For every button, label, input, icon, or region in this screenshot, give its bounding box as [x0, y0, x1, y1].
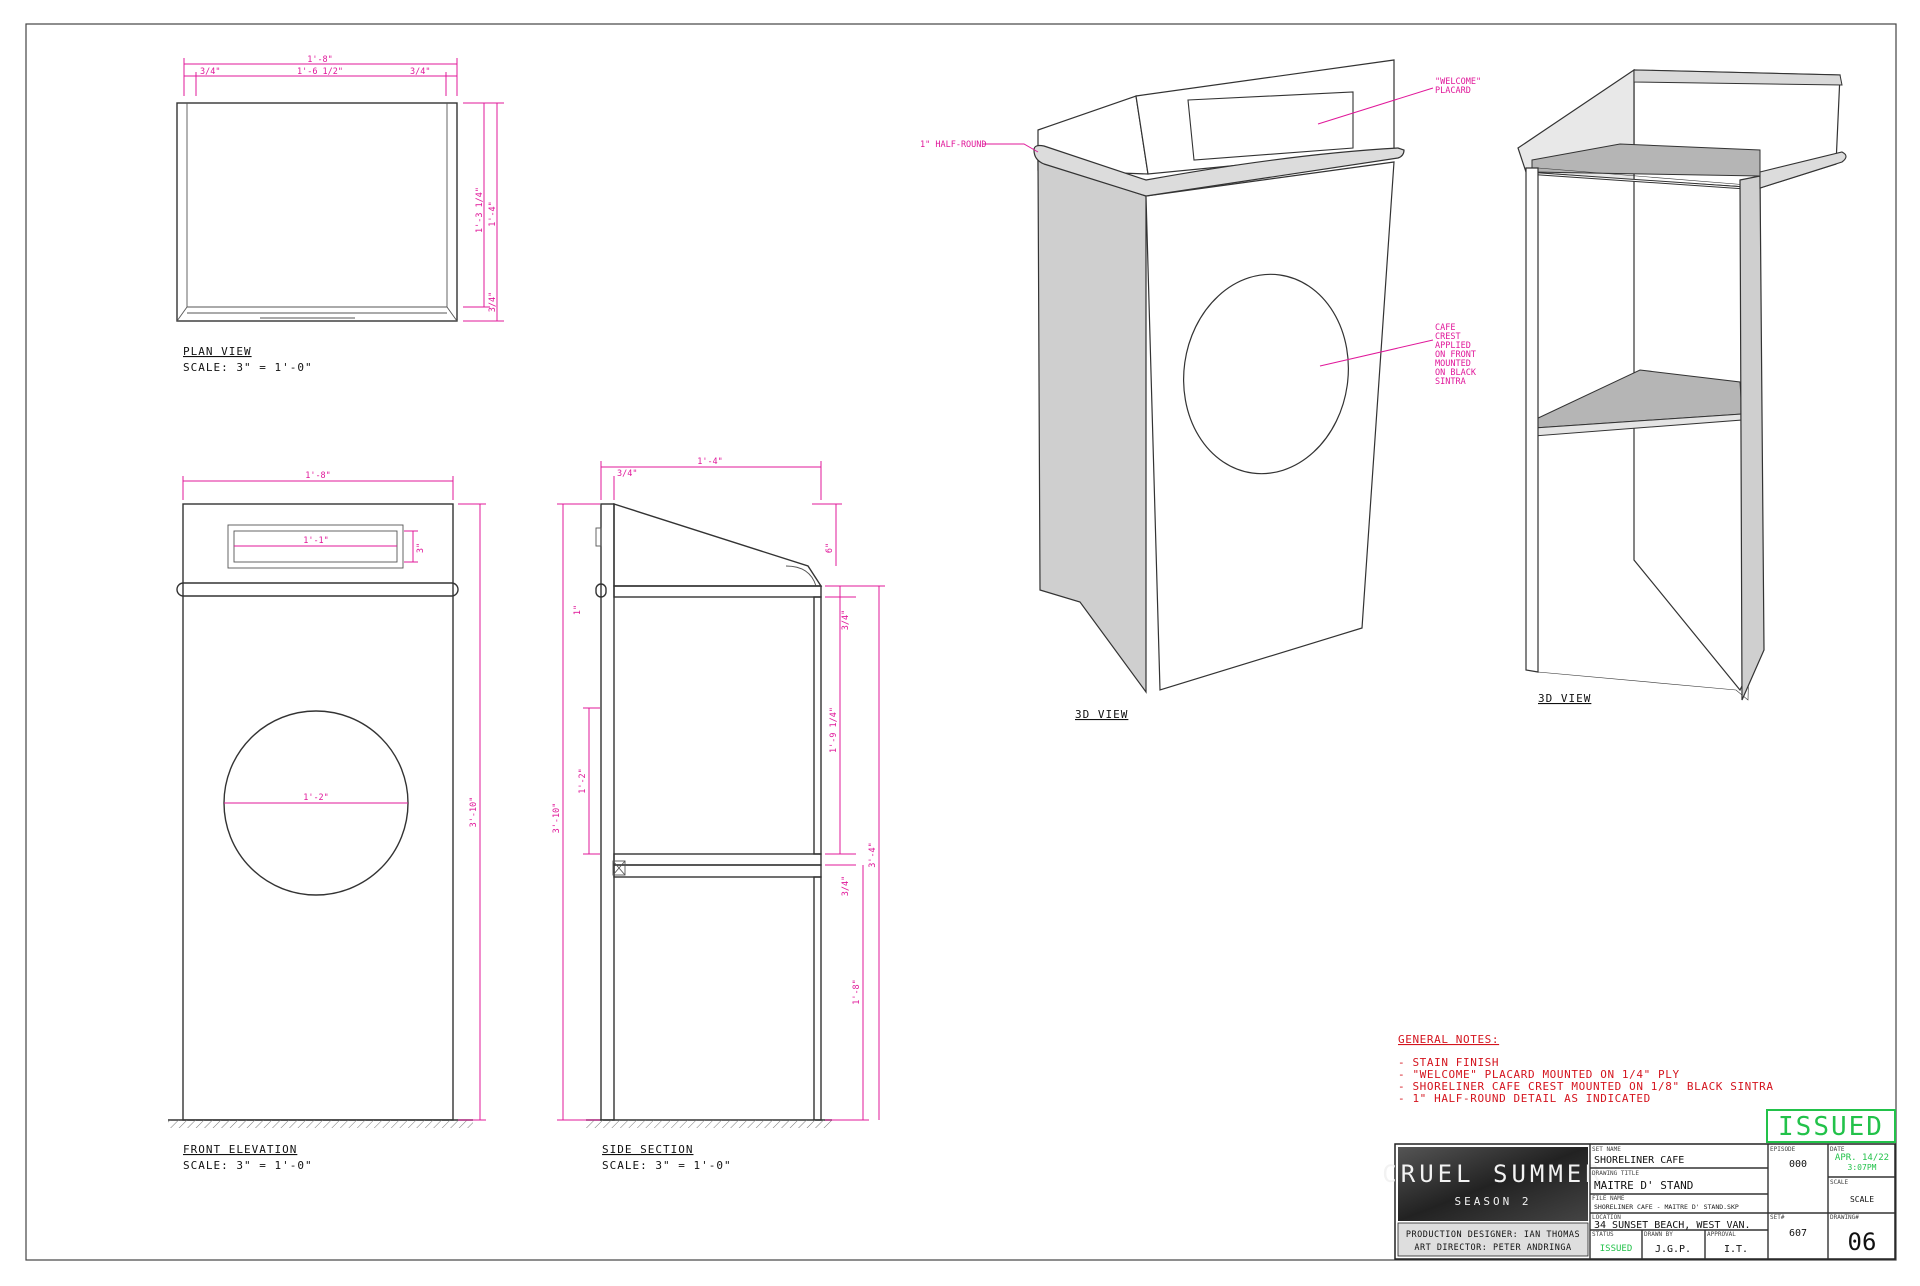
plan-inner-dim: 1'-6 1/2" [297, 67, 343, 77]
approval-label: APPROVAL [1707, 1231, 1736, 1238]
drawing-title: MAITRE D' STAND [1594, 1179, 1693, 1192]
date-value: APR. 14/22 [1835, 1153, 1889, 1163]
front-elevation: 1'-8" 1'-1" 3" 1'-2" 3'-10" FRONT ELEVAT… [168, 471, 486, 1172]
plan-left-dim: 3/4" [200, 67, 220, 77]
notes-title: GENERAL NOTES: [1398, 1033, 1499, 1046]
file-name-label: FILE NAME [1592, 1195, 1625, 1202]
plan-view-title: PLAN VIEW [183, 345, 252, 358]
iso-front-title: 3D VIEW [1075, 708, 1128, 721]
callout-crest-5: MOUNTED [1435, 359, 1471, 369]
circle-diameter-dim: 1'-2" [303, 793, 329, 803]
callout-crest-3: APPLIED [1435, 341, 1471, 351]
show-title: CRUEL SUMMER [1382, 1160, 1603, 1188]
side-section-scale: SCALE: 3" = 1'-0" [602, 1159, 732, 1172]
show-logo [1398, 1147, 1588, 1221]
side-lower-dim: 3'-4" [868, 842, 878, 868]
side-shelf-gap-dim: 1'-2" [578, 768, 588, 794]
set-number: 607 [1789, 1228, 1807, 1239]
location: 34 SUNSET BEACH, WEST VAN. [1594, 1220, 1751, 1231]
iso-back-title: 3D VIEW [1538, 692, 1591, 705]
front-height-dim: 3'-10" [469, 797, 479, 828]
side-section: 1'-4" 3/4" 3'-10" 1'-2" 1" 6" 3/4" 1'-9 … [552, 457, 885, 1172]
drawn-by: J.G.P. [1655, 1244, 1691, 1255]
side-half-round-dim: 1" [573, 605, 583, 615]
set-name-label: SET NAME [1592, 1146, 1621, 1153]
status-label: STATUS [1592, 1231, 1614, 1238]
placard-width-dim: 1'-1" [303, 536, 329, 546]
file-name: SHORELINER CAFE - MAITRE D' STAND.SKP [1594, 1203, 1739, 1211]
show-season: SEASON 2 [1455, 1195, 1532, 1208]
set-number-label: SET# [1770, 1214, 1785, 1221]
plan-view-scale: SCALE: 3" = 1'-0" [183, 361, 313, 374]
plan-right-dim: 3/4" [410, 67, 430, 77]
front-width-dim: 1'-8" [305, 471, 331, 481]
iso-crest-circle [1183, 273, 1349, 475]
set-name: SHORELINER CAFE [1594, 1155, 1684, 1166]
side-board-dim: 3/4" [841, 610, 851, 630]
callout-crest-4: ON FRONT [1435, 350, 1476, 360]
side-total-dim: 3'-10" [552, 803, 562, 834]
title-block: CRUEL SUMMER SEASON 2 PRODUCTION DESIGNE… [1382, 1143, 1896, 1260]
credit-art-director: ART DIRECTOR: PETER ANDRINGA [1414, 1243, 1571, 1253]
side-cavity-dim: 1'-9 1/4" [829, 707, 839, 753]
side-shelf-dim: 3/4" [841, 876, 851, 896]
note-item: - 1" HALF-ROUND DETAIL AS INDICATED [1398, 1092, 1651, 1105]
sheet-border [25, 23, 1897, 1261]
callout-crest-7: SINTRA [1435, 377, 1466, 387]
episode-value: 000 [1789, 1159, 1807, 1170]
note-item: - "WELCOME" PLACARD MOUNTED ON 1/4" PLY [1398, 1068, 1680, 1081]
callout-crest-2: CREST [1435, 332, 1461, 342]
side-top-rise-dim: 6" [825, 543, 835, 553]
scale-value: SCALE [1850, 1195, 1874, 1204]
credit-designer: PRODUCTION DESIGNER: IAN THOMAS [1406, 1230, 1580, 1240]
plan-overall-dim: 1'-8" [307, 55, 333, 65]
plan-depth-b-dim: 1'-4" [488, 201, 498, 227]
drawn-by-label: DRAWN BY [1644, 1231, 1673, 1238]
status-value: ISSUED [1600, 1244, 1633, 1254]
front-elevation-scale: SCALE: 3" = 1'-0" [183, 1159, 313, 1172]
callout-placard-1: "WELCOME" [1435, 77, 1481, 87]
note-item: - SHORELINER CAFE CREST MOUNTED ON 1/8" … [1398, 1080, 1774, 1093]
note-item: - STAIN FINISH [1398, 1056, 1499, 1069]
location-label: LOCATION [1592, 1214, 1621, 1221]
plan-depth-a-dim: 1'-3 1/4" [475, 187, 485, 233]
callout-crest-1: CAFE [1435, 323, 1455, 333]
time-value: 3:07PM [1848, 1163, 1877, 1172]
callout-crest-6: ON BLACK [1435, 368, 1477, 378]
issued-stamp-text: ISSUED [1778, 1112, 1884, 1142]
callout-half-round: 1" HALF-ROUND [920, 140, 987, 150]
episode-label: EPISODE [1770, 1146, 1796, 1153]
iso-front-view: 3D VIEW [1033, 59, 1405, 721]
date-label: DATE [1830, 1146, 1845, 1153]
drawing-title-label: DRAWING TITLE [1592, 1170, 1639, 1177]
callout-placard-2: PLACARD [1435, 86, 1471, 96]
callouts: 1" HALF-ROUND "WELCOME" PLACARD CAFE CRE… [920, 77, 1481, 387]
side-section-title: SIDE SECTION [602, 1143, 693, 1156]
side-lip-dim: 3/4" [617, 469, 637, 479]
drawing-number-label: DRAWING# [1830, 1214, 1859, 1221]
side-top-dim: 1'-4" [697, 457, 723, 467]
scale-label: SCALE [1830, 1179, 1848, 1186]
iso-back-view: 3D VIEW [1517, 68, 1847, 705]
front-elevation-title: FRONT ELEVATION [183, 1143, 297, 1156]
approval: I.T. [1724, 1244, 1748, 1255]
issued-stamp: ISSUED [1766, 1109, 1896, 1143]
general-notes: GENERAL NOTES: - STAIN FINISH - "WELCOME… [1398, 1033, 1774, 1105]
side-base-dim: 1'-8" [852, 979, 862, 1005]
placard-height-dim: 3" [416, 543, 426, 553]
drawing-number: 06 [1848, 1228, 1877, 1256]
plan-depth-c-dim: 3/4" [488, 292, 498, 312]
plan-view: 1'-8" 1'-6 1/2" 3/4" 3/4" 1'-3 1/4" 1'-4… [176, 55, 504, 374]
